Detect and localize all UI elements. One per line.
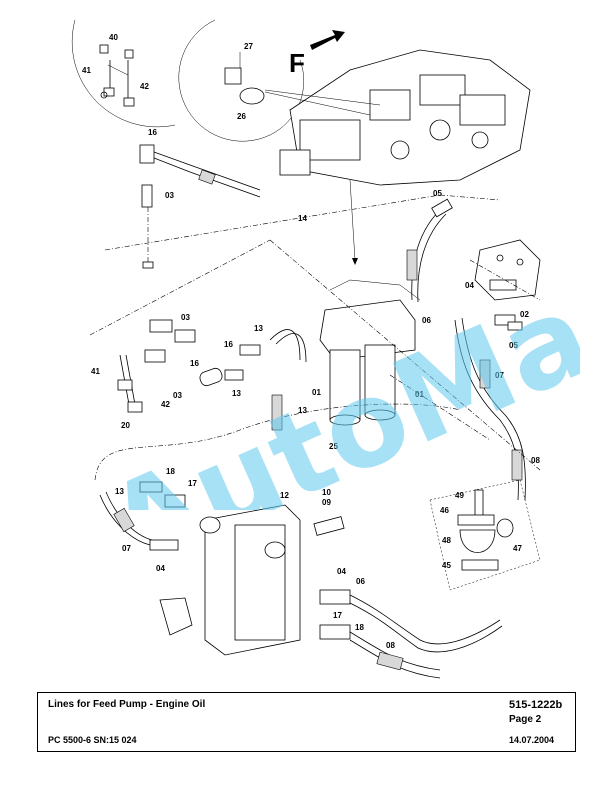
- title-block: Lines for Feed Pump - Engine Oil 515-122…: [37, 692, 576, 752]
- hose-left-lower: [99, 481, 186, 551]
- label-47: 47: [513, 544, 522, 553]
- hose-right-upper: [406, 198, 453, 303]
- label-46: 46: [440, 506, 449, 515]
- document-date: 14.07.2004: [509, 735, 555, 745]
- label-12: 12: [280, 491, 289, 500]
- label-18: 18: [166, 467, 175, 476]
- parts-diagram: F: [71, 19, 541, 679]
- hose-pump-outlet: [349, 594, 503, 679]
- label-06: 06: [422, 316, 431, 325]
- label-16: 16: [148, 128, 157, 137]
- model-serial: PC 5500-6 SN:15 024: [48, 735, 137, 745]
- label-49: 49: [455, 491, 464, 500]
- label-25: 25: [329, 442, 338, 451]
- label-06: 06: [356, 577, 365, 586]
- label-27: 27: [244, 42, 253, 51]
- label-08: 08: [386, 641, 395, 650]
- label-14: 14: [298, 214, 307, 223]
- label-16: 16: [190, 359, 199, 368]
- label-17: 17: [333, 611, 342, 620]
- label-20: 20: [121, 421, 130, 430]
- label-07: 07: [122, 544, 131, 553]
- label-18: 18: [355, 623, 364, 632]
- label-08: 08: [531, 456, 540, 465]
- part-number-labels: 40 41 42 27 26 16 03 14 05 04 02 05 06 0…: [82, 33, 540, 650]
- mounting-bracket-right: [469, 239, 541, 301]
- label-04: 04: [465, 281, 474, 290]
- label-42: 42: [140, 82, 149, 91]
- fitting-assembly-upper: [139, 144, 261, 269]
- label-40: 40: [109, 33, 118, 42]
- direction-letter: F: [289, 48, 305, 78]
- label-01: 01: [415, 390, 424, 399]
- label-45: 45: [442, 561, 451, 570]
- fitting-assembly-left: [117, 319, 307, 431]
- engine-block: [264, 49, 531, 265]
- label-04: 04: [156, 564, 165, 573]
- label-48: 48: [442, 536, 451, 545]
- label-01: 01: [312, 388, 321, 397]
- label-17: 17: [188, 479, 197, 488]
- hose-clamp-assembly: [429, 479, 541, 591]
- label-13: 13: [254, 324, 263, 333]
- label-03: 03: [165, 191, 174, 200]
- label-05: 05: [433, 189, 442, 198]
- detail-view-pressure-switch: [178, 19, 305, 142]
- label-07: 07: [495, 371, 504, 380]
- label-16: 16: [224, 340, 233, 349]
- label-10: 10: [322, 488, 331, 497]
- label-09: 09: [322, 498, 331, 507]
- label-03: 03: [173, 391, 182, 400]
- label-13: 13: [115, 487, 124, 496]
- feed-pump: [159, 504, 351, 656]
- label-42: 42: [161, 400, 170, 409]
- label-03: 03: [181, 313, 190, 322]
- label-26: 26: [237, 112, 246, 121]
- label-04: 04: [337, 567, 346, 576]
- document-number: 515-1222b: [509, 699, 563, 711]
- label-13: 13: [232, 389, 241, 398]
- oil-filter-housing: [319, 279, 421, 426]
- page-title: Lines for Feed Pump - Engine Oil: [48, 699, 206, 710]
- label-02: 02: [520, 310, 529, 319]
- label-41: 41: [91, 367, 100, 376]
- hose-right-lower: [454, 314, 526, 501]
- label-41: 41: [82, 66, 91, 75]
- label-13: 13: [298, 406, 307, 415]
- direction-marker: F: [289, 30, 345, 78]
- detail-view-fittings: [71, 19, 176, 128]
- page-number: Page 2: [509, 714, 542, 725]
- label-05: 05: [509, 341, 518, 350]
